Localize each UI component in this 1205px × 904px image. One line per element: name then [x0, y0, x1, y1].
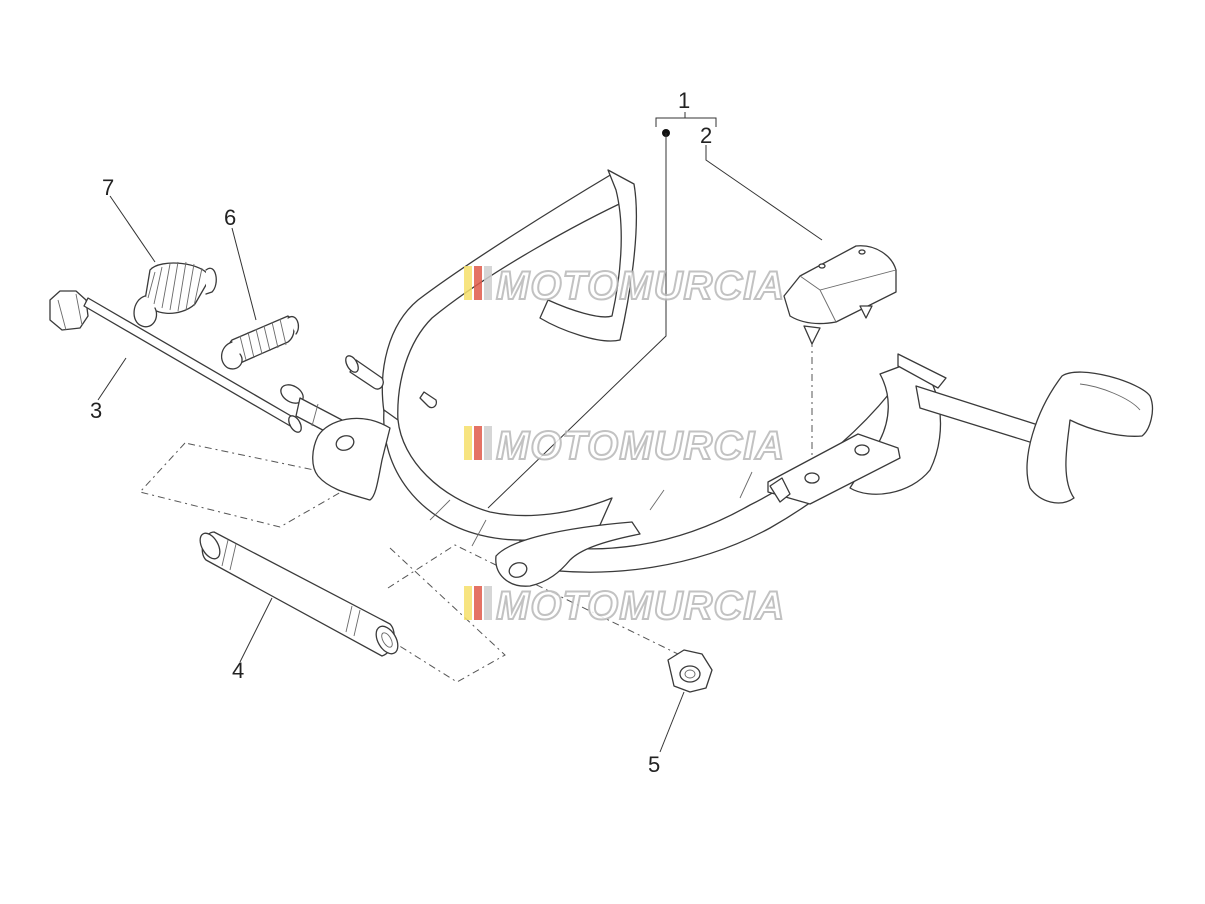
center-stand-frame: [312, 169, 1154, 587]
watermark-logo-stripe-yellow: [464, 266, 472, 300]
callout-1: 1: [678, 88, 690, 113]
callout-labels: 1 2 3 4 5 6 7: [90, 88, 712, 777]
watermark-text: MOTOMURCIA: [496, 584, 785, 628]
watermark-logo-stripe-red: [474, 586, 482, 620]
watermark-logo-stripe-red: [474, 426, 482, 460]
watermark-text: MOTOMURCIA: [496, 264, 785, 308]
watermark-logo-stripe-yellow: [464, 586, 472, 620]
watermark-text: MOTOMURCIA: [496, 424, 785, 468]
small-spring: [221, 315, 300, 370]
leader-lines: [97, 112, 823, 753]
watermark-logo-stripe-grey: [484, 266, 492, 300]
callout-7: 7: [102, 175, 114, 200]
watermark-top: MOTOMURCIA: [464, 263, 785, 309]
lock-nut: [667, 649, 713, 693]
watermark-middle: MOTOMURCIA: [464, 423, 785, 469]
callout-6: 6: [224, 205, 236, 230]
watermark-logo-stripe-red: [474, 266, 482, 300]
watermark-logo-stripe-grey: [484, 586, 492, 620]
long-bolt: [49, 290, 302, 433]
rubber-pad: [783, 245, 897, 345]
callout-3: 3: [90, 398, 102, 423]
watermark-logo-stripe-yellow: [464, 426, 472, 460]
watermark-logo-stripe-grey: [484, 426, 492, 460]
big-spring: [133, 261, 217, 328]
watermark-bottom: MOTOMURCIA: [464, 583, 785, 629]
bushing: [199, 531, 399, 657]
callout-4: 4: [232, 658, 244, 683]
callout-2: 2: [700, 123, 712, 148]
callout-5: 5: [648, 752, 660, 777]
assembly-guide-lines: [139, 340, 813, 683]
